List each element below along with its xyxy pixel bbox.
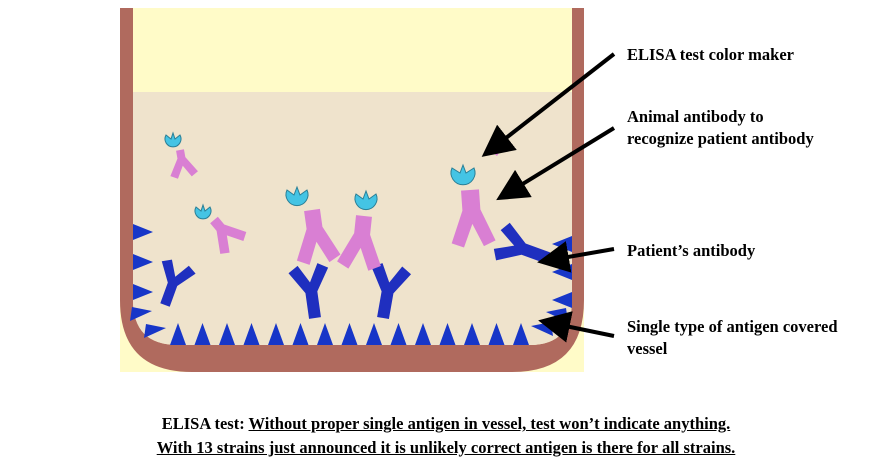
antigen-marker <box>268 323 284 345</box>
antigen-marker <box>390 323 407 345</box>
label-antigen-line2: vessel <box>627 339 668 358</box>
animal-antibody <box>451 189 496 248</box>
arrow-patient-antibody <box>537 241 615 273</box>
patient-antibody <box>371 263 412 320</box>
antigen-marker <box>144 324 166 338</box>
arrow-color-maker <box>481 52 616 157</box>
antigen-marker <box>341 323 358 345</box>
color-maker-icon <box>194 203 212 220</box>
caption-line-2: With 13 strains just announced it is unl… <box>0 437 892 459</box>
vessel-liquid <box>133 92 572 345</box>
antigen-marker <box>133 254 153 270</box>
label-patient-antibody: Patient’s antibody <box>627 241 756 260</box>
antigen-marker <box>317 323 333 345</box>
antigen-marker <box>415 323 431 345</box>
color-maker-icon <box>285 185 309 207</box>
antigen-marker <box>552 292 572 308</box>
patient-antibody <box>493 222 551 264</box>
antigen-marker <box>194 323 211 345</box>
antigen-marker <box>366 323 382 345</box>
animal-antibody <box>337 215 381 271</box>
color-maker-icon <box>164 131 182 148</box>
antigen-marker <box>133 224 153 240</box>
label-animal-antibody-line2: recognize patient antibody <box>627 129 814 148</box>
caption-line-2-underlined: With 13 strains just announced it is unl… <box>156 438 736 457</box>
antigen-marker <box>292 323 309 345</box>
antigen-marker <box>243 323 260 345</box>
antigen-marker <box>133 284 153 300</box>
arrow-antigen <box>538 311 615 343</box>
animal-antibody <box>296 208 341 265</box>
color-maker-icon <box>354 189 378 211</box>
caption-line-1: ELISA test: Without proper single antige… <box>0 413 892 435</box>
caption-line-1-underlined: Without proper single antigen in vessel,… <box>248 414 731 433</box>
antigen-marker <box>513 323 529 345</box>
animal-antibody <box>210 216 247 254</box>
antigen-marker <box>170 323 186 345</box>
antigen-marker <box>130 307 152 321</box>
label-animal-antibody-line1: Animal antibody to <box>627 107 764 126</box>
label-color-maker: ELISA test color maker <box>627 45 794 64</box>
animal-antibody <box>170 149 198 179</box>
antigen-marker <box>464 323 480 345</box>
patient-antibody <box>160 259 196 307</box>
arrow-animal-antibody <box>496 126 616 201</box>
patient-antibody <box>288 263 329 319</box>
color-maker-icon <box>450 163 476 186</box>
antigen-marker <box>439 323 456 345</box>
label-antigen-line1: Single type of antigen covered <box>627 317 838 336</box>
caption-prefix: ELISA test: <box>161 414 249 433</box>
antigen-marker <box>488 323 505 345</box>
antigen-marker <box>219 323 235 345</box>
